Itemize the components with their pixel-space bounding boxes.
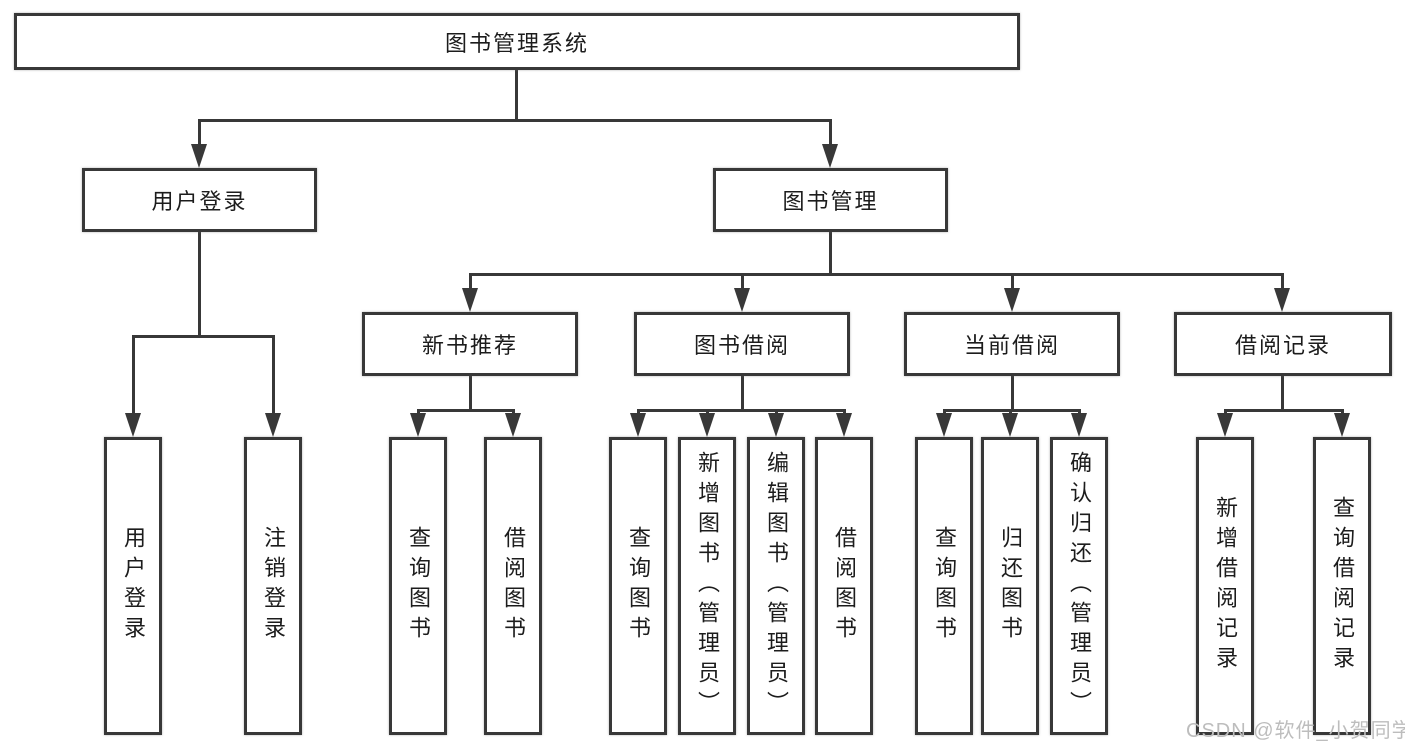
connector-line [829,119,832,146]
leaf-query-borrow-record: 查询借阅记录 [1313,437,1371,735]
connector-line [829,230,832,275]
connector-line [741,273,744,290]
node-book-management: 图书管理 [713,168,948,232]
connector-line [198,119,832,122]
node-current-borrowing: 当前借阅 [904,312,1120,376]
connector-arrow [265,413,281,437]
leaf-add-borrow-record: 新增借阅记录 [1196,437,1254,735]
connector-line [198,119,201,146]
connector-arrow [462,288,478,312]
connector-line [469,273,472,290]
connector-line [1281,374,1284,411]
connector-arrow [1071,413,1087,437]
connector-line [469,273,1283,276]
leaf-user-login: 用户登录 [104,437,162,735]
connector-line [469,374,472,411]
connector-arrow [630,413,646,437]
leaf-query-books-borrowing: 查询图书 [609,437,667,735]
connector-arrow [1274,288,1290,312]
connector-line [515,68,518,121]
connector-line [132,335,274,338]
leaf-query-books-recommend: 查询图书 [389,437,447,735]
leaf-edit-books-admin: 编辑图书（管理员） [747,437,805,735]
connector-arrow [1217,413,1233,437]
connector-arrow [734,288,750,312]
connector-line [1011,273,1014,290]
connector-arrow [768,413,784,437]
connector-line [1281,273,1284,290]
connector-arrow [410,413,426,437]
connector-line [1011,374,1014,411]
node-book-borrowing: 图书借阅 [634,312,850,376]
node-borrowing-records: 借阅记录 [1174,312,1392,376]
leaf-logout: 注销登录 [244,437,302,735]
connector-line [417,409,514,412]
leaf-borrow-books: 借阅图书 [815,437,873,735]
leaf-confirm-return-admin: 确认归还（管理员） [1050,437,1108,735]
leaf-add-books-admin: 新增图书（管理员） [678,437,736,735]
connector-arrow [191,144,207,168]
connector-arrow [836,413,852,437]
connector-arrow [505,413,521,437]
watermark: CSDN @软件_小贺同学 [1186,720,1405,742]
connector-arrow [1004,288,1020,312]
connector-arrow [699,413,715,437]
connector-line [198,230,201,337]
leaf-return-books: 归还图书 [981,437,1039,735]
connector-line [741,374,744,411]
connector-line [637,409,845,412]
leaf-query-books-current: 查询图书 [915,437,973,735]
node-user-login: 用户登录 [82,168,317,232]
connector-arrow [936,413,952,437]
connector-arrow [125,413,141,437]
connector-line [1224,409,1343,412]
node-library-management-system: 图书管理系统 [14,13,1020,70]
node-new-book-recommendation: 新书推荐 [362,312,578,376]
connector-arrow [1334,413,1350,437]
connector-arrow [1002,413,1018,437]
connector-arrow [822,144,838,168]
leaf-borrow-books-recommend: 借阅图书 [484,437,542,735]
connector-line [272,335,275,415]
connector-line [132,335,135,415]
